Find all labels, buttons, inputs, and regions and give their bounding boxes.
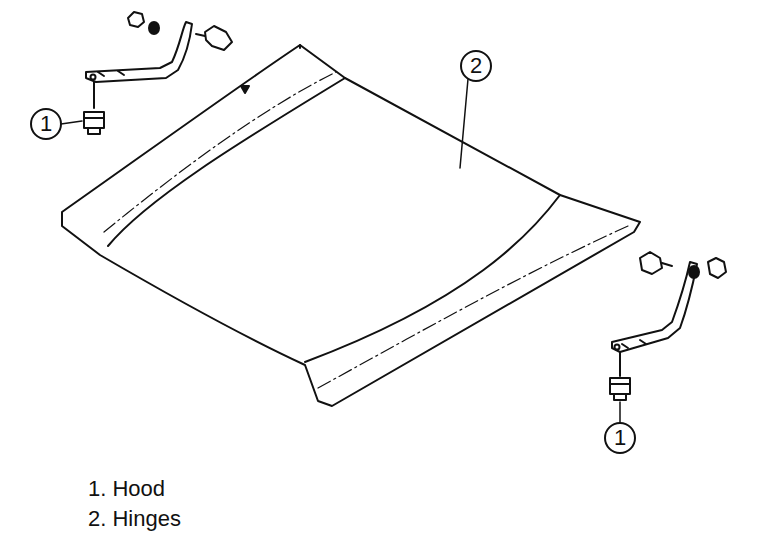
legend-text: 2. Hinges xyxy=(88,508,181,530)
legend-text: 1. Hood xyxy=(88,478,165,500)
callout-number: 2 xyxy=(462,52,490,80)
callout-number: 1 xyxy=(32,110,60,138)
callout-number: 1 xyxy=(606,424,634,452)
